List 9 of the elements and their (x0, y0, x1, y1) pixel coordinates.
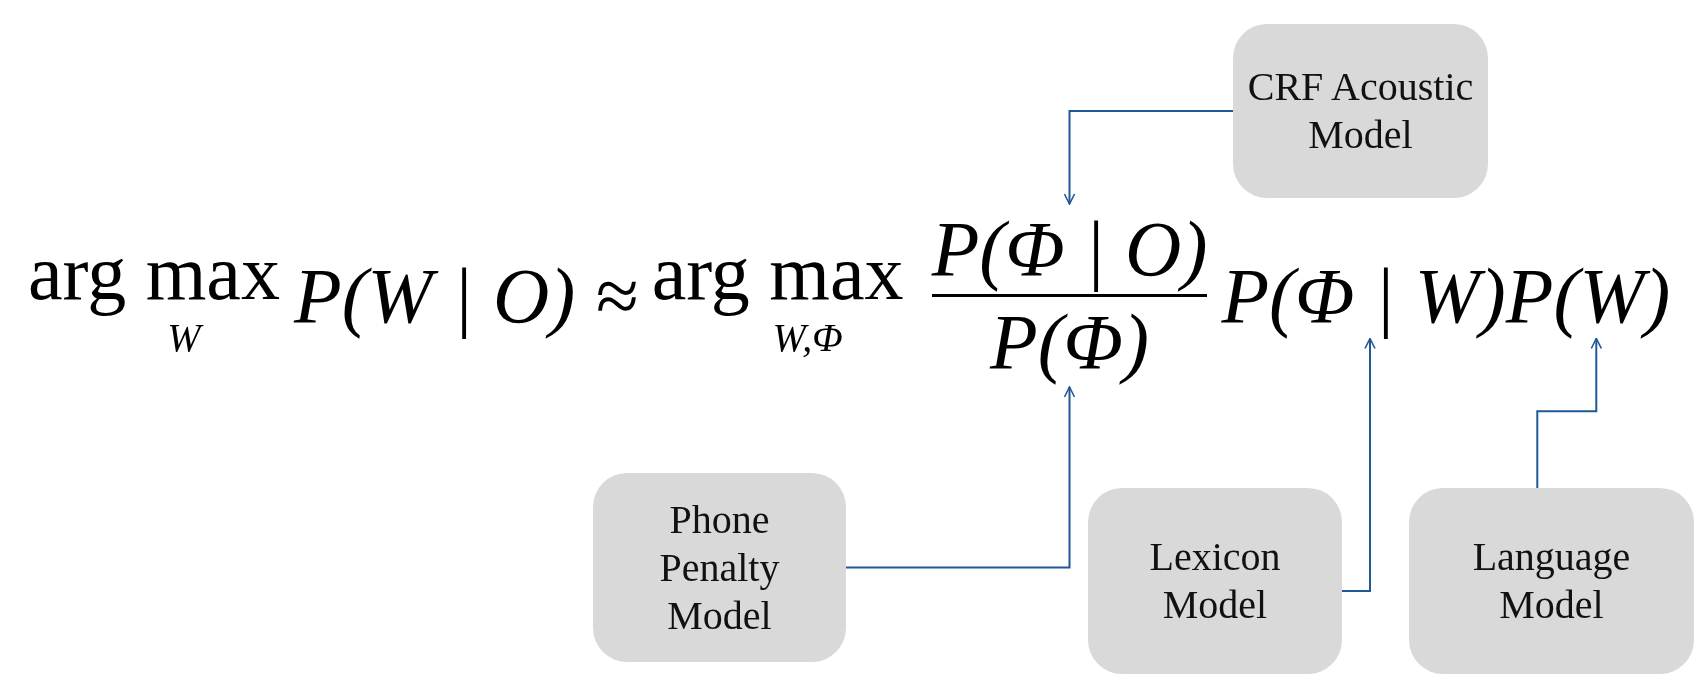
equation-subscript: W,Φ (772, 317, 843, 358)
model-box: Phone Penalty Model (593, 473, 846, 662)
model-box: CRF Acoustic Model (1233, 24, 1488, 198)
model-box: Language Model (1409, 488, 1694, 674)
arrow (1536, 337, 1603, 489)
arrow (1063, 110, 1234, 205)
arrow (1341, 337, 1376, 592)
arrow (845, 386, 1076, 569)
model-box: Lexicon Model (1088, 488, 1342, 674)
